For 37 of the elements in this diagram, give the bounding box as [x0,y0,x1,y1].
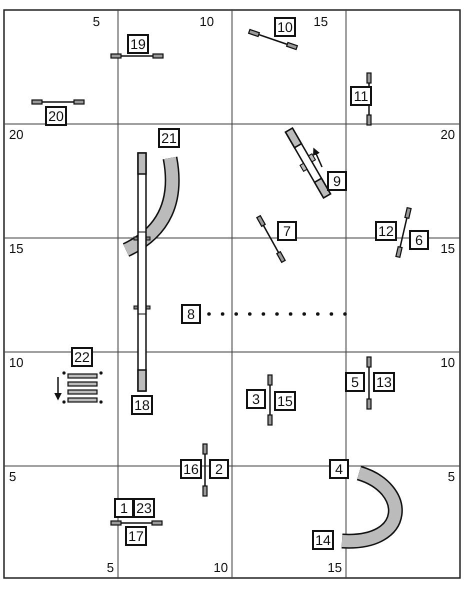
number-label: 15 [274,391,296,411]
number-label: 8 [181,304,201,324]
number-label: 13 [373,372,395,392]
grid-number: 15 [440,242,455,256]
grid-number: 10 [9,356,24,370]
number-label: 2 [209,459,229,479]
number-label: 6 [409,230,429,250]
grid-number: 20 [9,128,24,142]
grid-number: 15 [9,242,24,256]
grid-number: 15 [328,561,342,575]
number-label: 7 [277,221,297,241]
number-label: 18 [131,395,153,415]
grid-number: 5 [448,470,455,484]
number-label: 23 [133,498,155,518]
grid-number: 10 [214,561,228,575]
number-label: 3 [246,389,266,409]
grid-number: 5 [106,561,114,575]
number-label: 11 [350,86,372,106]
number-label: 22 [71,347,93,367]
number-label: 4 [329,459,349,479]
number-label: 19 [127,34,149,54]
number-label: 17 [125,526,147,546]
number-label: 9 [327,171,347,191]
number-label: 14 [312,530,334,550]
grid-number: 5 [9,470,16,484]
number-label: 10 [274,17,296,37]
grid-number: 10 [200,15,214,29]
number-label: 12 [375,221,397,241]
grid-number: 15 [314,15,328,29]
grid-number: 20 [440,128,455,142]
grid-number: 10 [440,356,455,370]
number-label: 16 [180,459,202,479]
number-label: 1 [114,498,134,518]
number-label: 21 [158,128,180,148]
number-label: 5 [345,372,365,392]
number-label: 20 [45,106,67,126]
grid-number: 5 [92,15,100,29]
